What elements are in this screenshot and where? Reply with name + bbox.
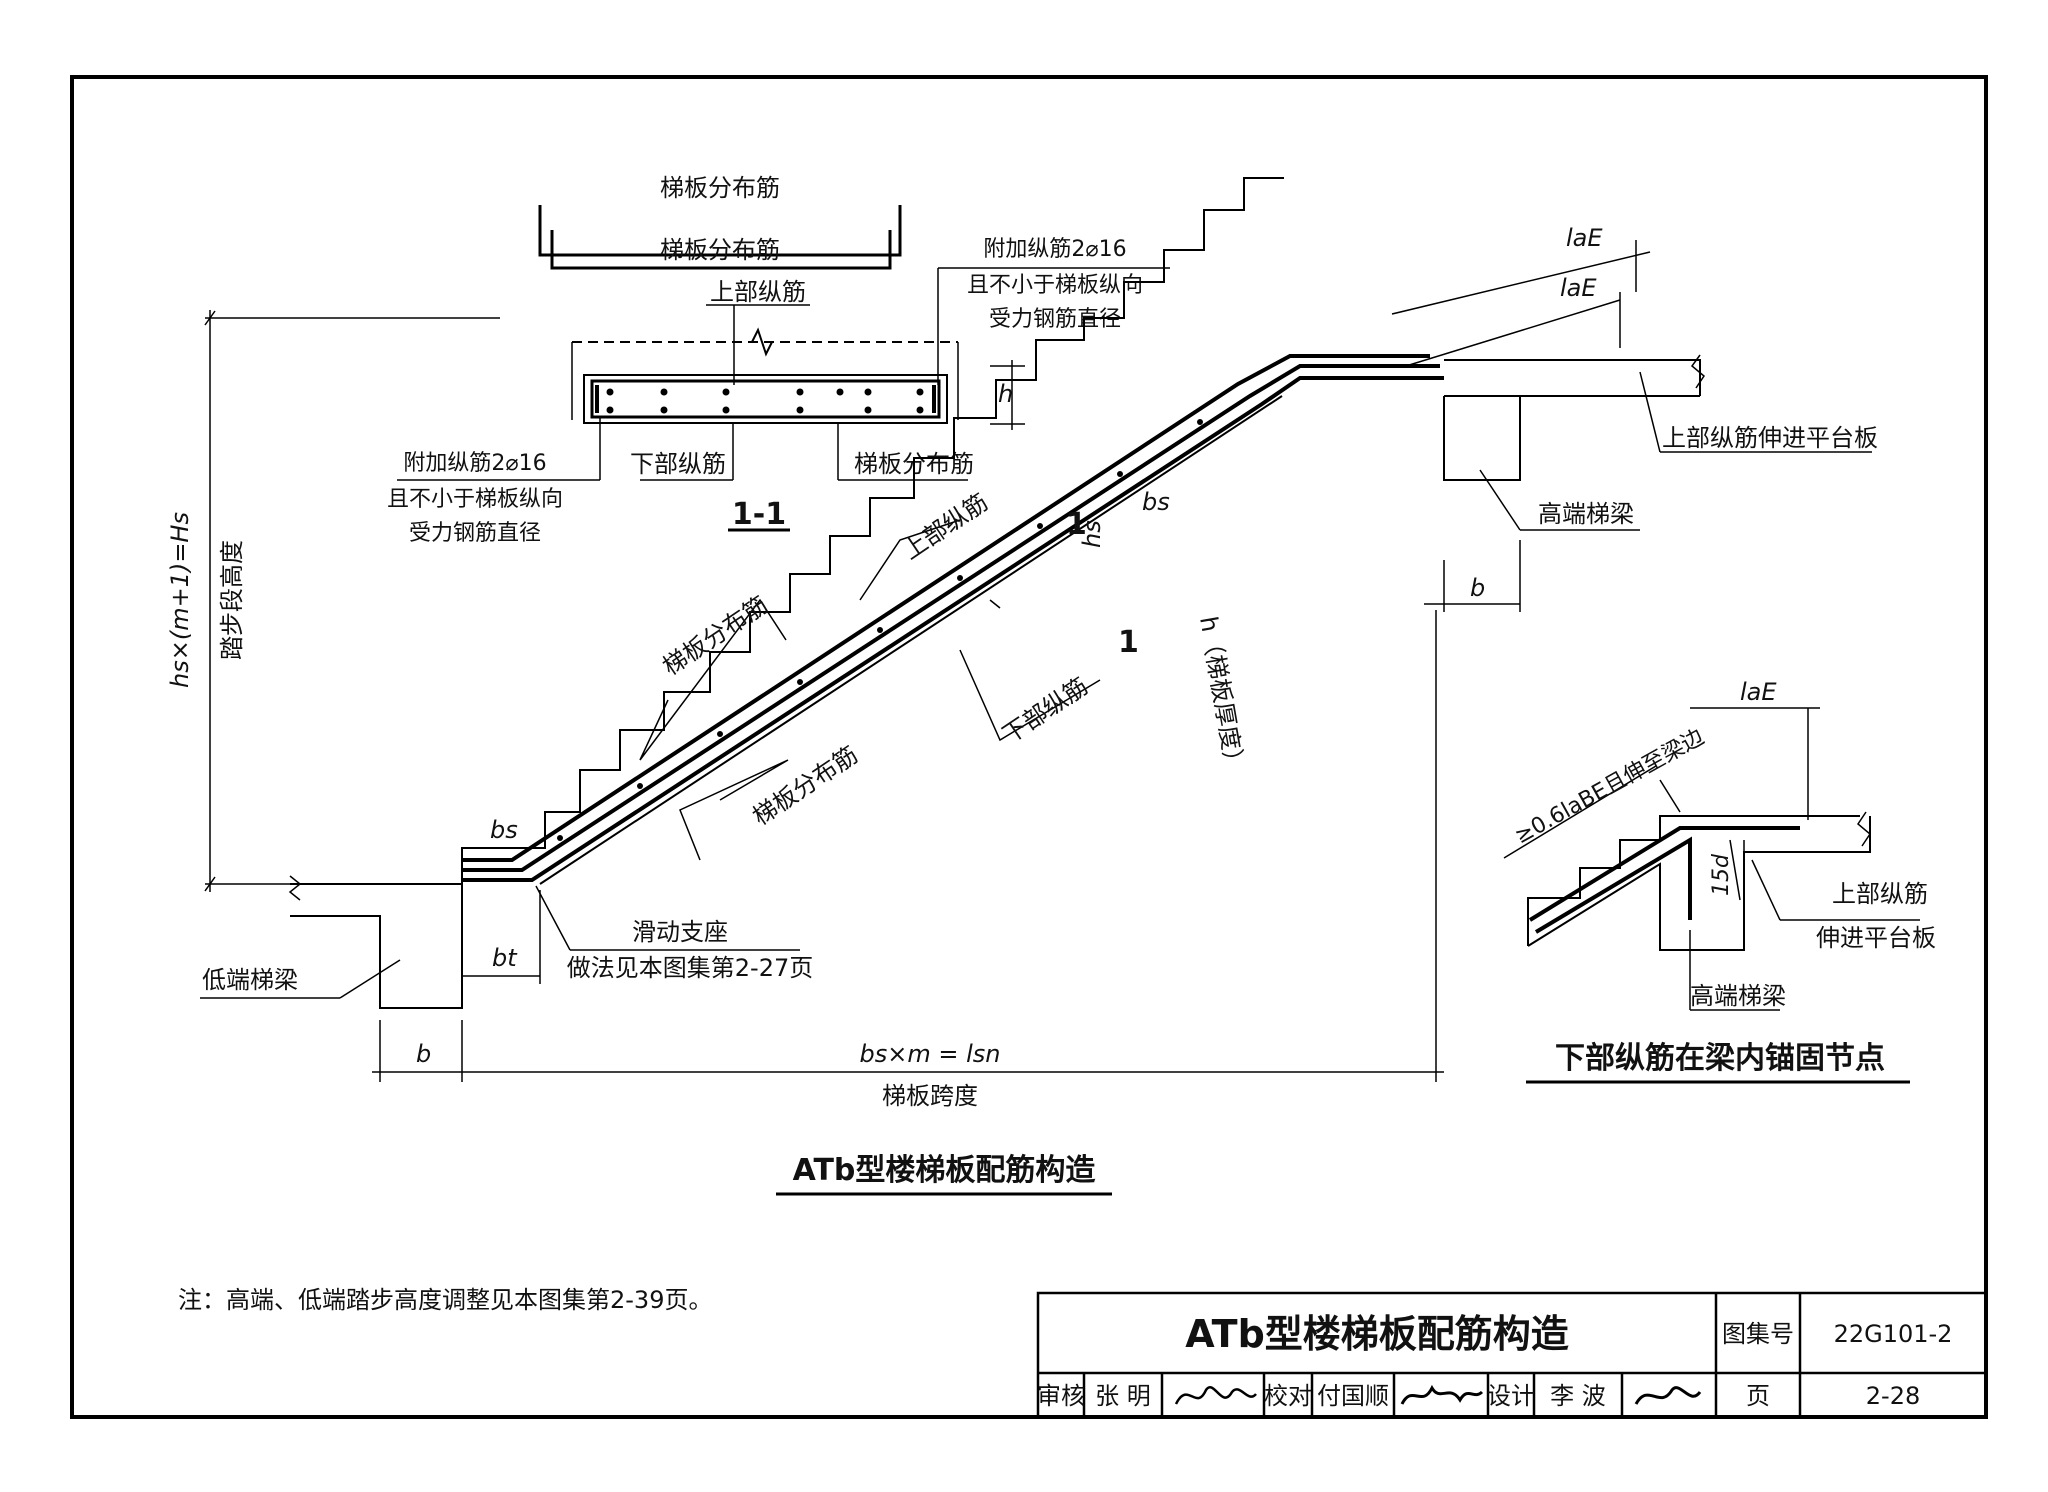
tb-checker: 付国顺 xyxy=(1317,1382,1389,1410)
h-thickness-label: h（梯板厚度） xyxy=(1194,614,1249,776)
tb-designer-signature xyxy=(1634,1386,1702,1405)
sheet-note: 注：高端、低端踏步高度调整见本图集第2-39页。 xyxy=(178,1286,712,1314)
tb-designer: 李 波 xyxy=(1550,1382,1606,1410)
stair-rebar xyxy=(462,354,1444,882)
section-lower-bar-label: 下部纵筋 xyxy=(630,450,726,478)
tb-drawing-title: ATb型楼梯板配筋构造 xyxy=(1185,1312,1569,1356)
bs-bottom-label: bs xyxy=(490,816,518,844)
main-dimensions xyxy=(200,240,1872,1082)
high-end-beam-label: 高端梯梁 xyxy=(1538,500,1634,528)
section-mark-1: 1 xyxy=(1066,507,1087,542)
tb-page-no: 2-28 xyxy=(1866,1382,1920,1410)
section-dist-bar-inner-label: 梯板分布筋 xyxy=(660,236,780,264)
main-title: ATb型楼梯板配筋构造 xyxy=(793,1153,1096,1188)
la-e-label-1: laE xyxy=(1566,224,1603,252)
bs-top-label: bs xyxy=(1142,488,1170,516)
detail-title: 下部纵筋在梁内锚固节点 xyxy=(1555,1041,1885,1076)
tb-reviewer: 张 明 xyxy=(1095,1382,1151,1410)
tb-atlas-label: 图集号 xyxy=(1722,1320,1794,1348)
span-formula: bs×m = lsn xyxy=(860,1040,1001,1068)
detail-high-end-beam: 高端梯梁 xyxy=(1690,982,1786,1010)
tb-check-label: 校对 xyxy=(1264,1382,1312,1410)
section-extra-bar-right-1: 附加纵筋2⌀16 xyxy=(983,237,1126,262)
span-label: 梯板跨度 xyxy=(882,1082,978,1110)
tb-review-label: 审核 xyxy=(1037,1382,1085,1410)
section-dist-bar-top-label: 梯板分布筋 xyxy=(660,174,780,202)
detail-bend-label: 15d xyxy=(1709,853,1734,896)
rebar-dots xyxy=(557,419,1203,841)
detail-upper-long-1: 上部纵筋 xyxy=(1832,880,1928,908)
sliding-support-label: 滑动支座 xyxy=(632,918,728,946)
detail-la-e-label: laE xyxy=(1740,678,1777,706)
detail-rebar xyxy=(1528,826,1800,934)
b-right-label: b xyxy=(1470,574,1485,602)
hs-label: hs xyxy=(1078,520,1106,548)
detail-drawing xyxy=(1527,811,1871,951)
lower-long-label: 下部纵筋 xyxy=(998,672,1093,749)
section-upper-bar-label: 上部纵筋 xyxy=(710,278,806,306)
b-left-label: b xyxy=(416,1040,431,1068)
section-extra-bar-left-1: 附加纵筋2⌀16 xyxy=(403,451,546,476)
section-mark-2: 1 xyxy=(1118,625,1139,660)
section-thickness-label: h xyxy=(998,380,1013,408)
section-extra-bar-left-2: 且不小于梯板纵向 xyxy=(387,487,563,512)
detail-dims xyxy=(1503,707,1920,1011)
section-extra-bar-left-3: 受力钢筋直径 xyxy=(409,521,541,546)
title-block xyxy=(1036,1291,1988,1419)
tb-atlas-no: 22G101-2 xyxy=(1834,1320,1953,1348)
tb-reviewer-signature xyxy=(1174,1386,1257,1405)
section-extra-bar-right-2: 且不小于梯板纵向 xyxy=(967,273,1143,298)
height-formula: hs×(m+1)=Hs xyxy=(166,512,194,688)
dist-upper-label: 梯板分布筋 xyxy=(658,591,773,681)
tb-page-label: 页 xyxy=(1746,1382,1770,1410)
section-extra-bar-right-3: 受力钢筋直径 xyxy=(989,307,1121,332)
sliding-note-label: 做法见本图集第2-27页 xyxy=(567,954,813,982)
section-bar-dots xyxy=(606,388,924,414)
sheet-border xyxy=(70,75,1988,1419)
la-e-label-2: laE xyxy=(1560,274,1597,302)
section-1-1 xyxy=(397,205,1170,532)
stair-concrete xyxy=(288,177,1705,1009)
bar-label-leaders xyxy=(639,519,1101,861)
detail-upper-long-2: 伸进平台板 xyxy=(1816,924,1936,952)
upper-into-platform-label: 上部纵筋伸进平台板 xyxy=(1662,424,1878,452)
bt-label: bt xyxy=(492,944,518,972)
tb-checker-signature xyxy=(1400,1384,1484,1405)
dist-lower-label: 梯板分布筋 xyxy=(748,741,863,831)
height-label: 踏步段高度 xyxy=(218,540,246,660)
section-title: 1-1 xyxy=(732,497,786,532)
low-end-beam-label: 低端梯梁 xyxy=(202,966,298,994)
tb-design-label: 设计 xyxy=(1487,1382,1535,1410)
